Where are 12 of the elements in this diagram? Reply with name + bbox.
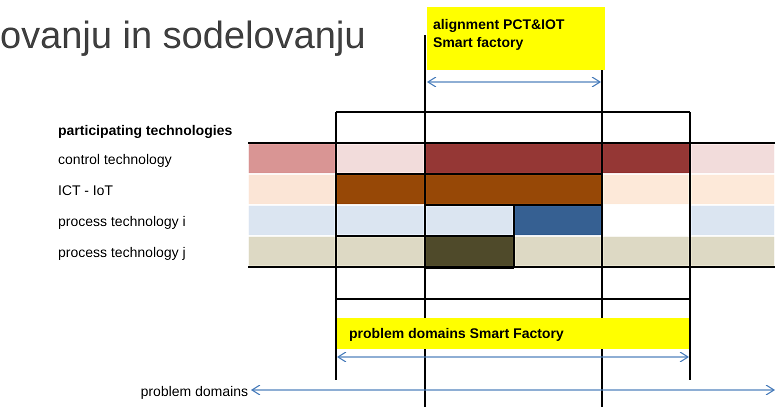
row-label: process technology i — [58, 213, 186, 229]
slide-title: ovanju in sodelovanju — [0, 14, 366, 58]
row-label: ICT - IoT — [58, 182, 113, 198]
box-text: Smart factory — [433, 33, 524, 51]
highlight-box — [427, 7, 605, 70]
row-label: problem domains — [140, 383, 248, 399]
highlight-box — [337, 318, 689, 349]
row-label: control technology — [58, 151, 172, 167]
box-text: problem domains Smart Factory — [349, 324, 564, 342]
row-label: process technology j — [58, 244, 186, 260]
box-text: alignment PCT&IOT — [433, 15, 564, 33]
heading-label: participating technologies — [58, 122, 232, 138]
